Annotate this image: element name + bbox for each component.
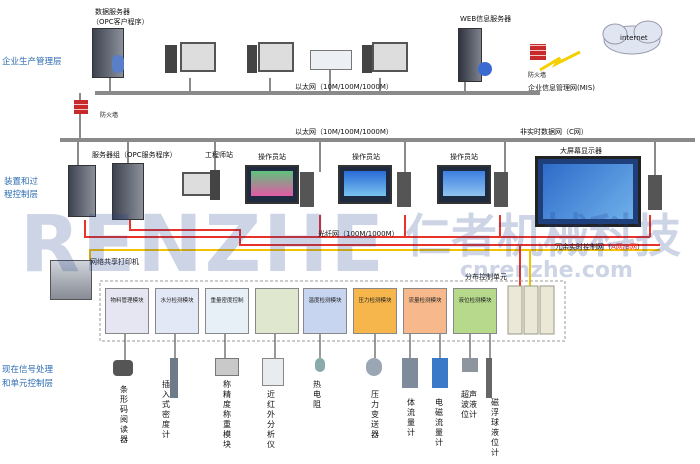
operator-station-label-1: 操作员站	[258, 153, 286, 161]
nir-analyzer-icon	[262, 358, 284, 386]
big-screen-tower-icon	[648, 175, 662, 210]
cloud-icon	[602, 20, 663, 55]
ultrasonic-level-icon	[462, 358, 478, 372]
web-server-label: WEB信息服务器	[460, 15, 512, 23]
client-pc-icon	[180, 42, 216, 72]
device-label-pressure: 压力变送器	[371, 390, 379, 439]
operator-tower-icon	[494, 172, 508, 207]
engineer-pc-icon	[182, 172, 212, 196]
firewall-icon	[530, 44, 546, 60]
web-server-icon	[458, 28, 482, 82]
layer-device-control-label-2: 程控制层	[4, 190, 39, 200]
operator-monitor-icon	[338, 165, 392, 204]
firewall-top-label: 防火墙	[528, 72, 547, 79]
device-label-em-flow: 电磁流量计	[435, 398, 443, 447]
module-material-mgmt: 物料管理模块	[105, 288, 149, 334]
operator-tower-icon	[300, 172, 314, 207]
operator-monitor-icon	[437, 165, 491, 204]
operator-monitor-icon	[245, 165, 299, 204]
device-label-flow: 体流量计	[407, 398, 415, 437]
dcs-unit-label: 分布控制单元	[465, 273, 507, 281]
client-pc-tower-icon	[165, 45, 177, 73]
layer-signal-label-1: 现在信号处理	[2, 365, 54, 375]
globe-icon	[478, 62, 492, 76]
device-label-rtd: 热电阻	[313, 380, 321, 409]
data-server-sublabel: （OPC客户程序）	[92, 18, 149, 26]
layer-enterprise-label: 企业生产管理层	[2, 57, 62, 67]
client-pc-tower-icon	[362, 45, 372, 73]
watermark-url: cnrenzhe.com	[460, 258, 633, 283]
device-label-weighing: 称精度称重模块	[223, 380, 231, 449]
float-level-icon	[486, 358, 492, 398]
network-printer-icon	[50, 260, 92, 300]
printer-icon	[310, 50, 352, 70]
module-weight-density: 重量密度控制	[205, 288, 249, 334]
flow-meter-icon	[402, 358, 418, 388]
watermark-cn: 仁者机械科技	[405, 209, 681, 263]
operator-tower-icon	[397, 172, 411, 207]
internet-label: internet	[620, 34, 648, 42]
barcode-reader-icon	[113, 360, 133, 376]
engineer-station-label: 工程师站	[205, 151, 233, 159]
device-label-density: 插入式密度计	[162, 380, 170, 439]
redundant-net-label: 冗余实时控制网（A网/B网）	[555, 243, 644, 252]
layer-device-control-label-1: 装置和过	[4, 177, 39, 187]
device-label-ultrasonic: 超声波液位计	[461, 390, 477, 419]
firewall-icon	[74, 100, 88, 114]
fiber-net-label: 光纤网（100M/1000M）	[318, 230, 399, 238]
redundant-net-suffix: ）	[636, 243, 644, 251]
server-icon	[68, 165, 96, 217]
module-level: 液位检测模块	[453, 288, 497, 334]
non-realtime-net-label: 非实时数据网（C网）	[520, 128, 588, 136]
device-label-nir: 近红外分析仪	[267, 390, 275, 449]
client-pc-icon	[372, 42, 408, 72]
server-group-label: 服务器组（OPC服务程序）	[92, 151, 177, 159]
device-label-barcode: 条形码阅读器	[120, 385, 128, 444]
ethernet-mid-label: 以太网（10M/100M/1000M）	[295, 128, 393, 136]
operator-station-label-2: 操作员站	[352, 153, 380, 161]
rtd-sensor-icon	[315, 358, 325, 372]
module-blank	[255, 288, 299, 334]
device-label-float: 磁浮球液位计	[491, 398, 499, 457]
server-rack-icon	[112, 163, 144, 220]
watermark-brand: RENZHE	[20, 200, 386, 290]
data-server-label: 数据服务器	[95, 8, 130, 16]
network-printer-label: 网络共享打印机	[90, 258, 139, 266]
module-flow: 流量检测模块	[403, 288, 447, 334]
pressure-transmitter-icon	[366, 358, 382, 376]
operator-station-label-3: 操作员站	[450, 153, 478, 161]
density-meter-icon	[170, 358, 178, 398]
layer-signal-label-2: 和单元控制层	[2, 379, 54, 389]
client-pc-icon	[258, 42, 294, 72]
mis-label: 企业信息管理网(MIS)	[528, 84, 596, 92]
engineer-pc-tower-icon	[210, 170, 220, 200]
firewall-left-label: 防火墙	[100, 112, 119, 119]
module-temperature: 温度检测模块	[303, 288, 347, 334]
redundant-net-ab: A网/B网	[611, 243, 637, 251]
ethernet-top-label: 以太网（10M/100M/1000M）	[295, 83, 393, 91]
client-pc-tower-icon	[247, 45, 257, 73]
electromagnetic-flowmeter-icon	[432, 358, 448, 388]
database-icon	[112, 55, 124, 73]
lightning-icon	[539, 50, 581, 72]
big-screen-icon	[535, 156, 641, 227]
module-pressure: 压力检测模块	[353, 288, 397, 334]
weighing-module-icon	[215, 358, 239, 376]
redundant-net-prefix: 冗余实时控制网（	[555, 243, 611, 251]
module-moisture: 水分检测模块	[155, 288, 199, 334]
big-screen-label: 大屏幕显示器	[560, 147, 602, 155]
